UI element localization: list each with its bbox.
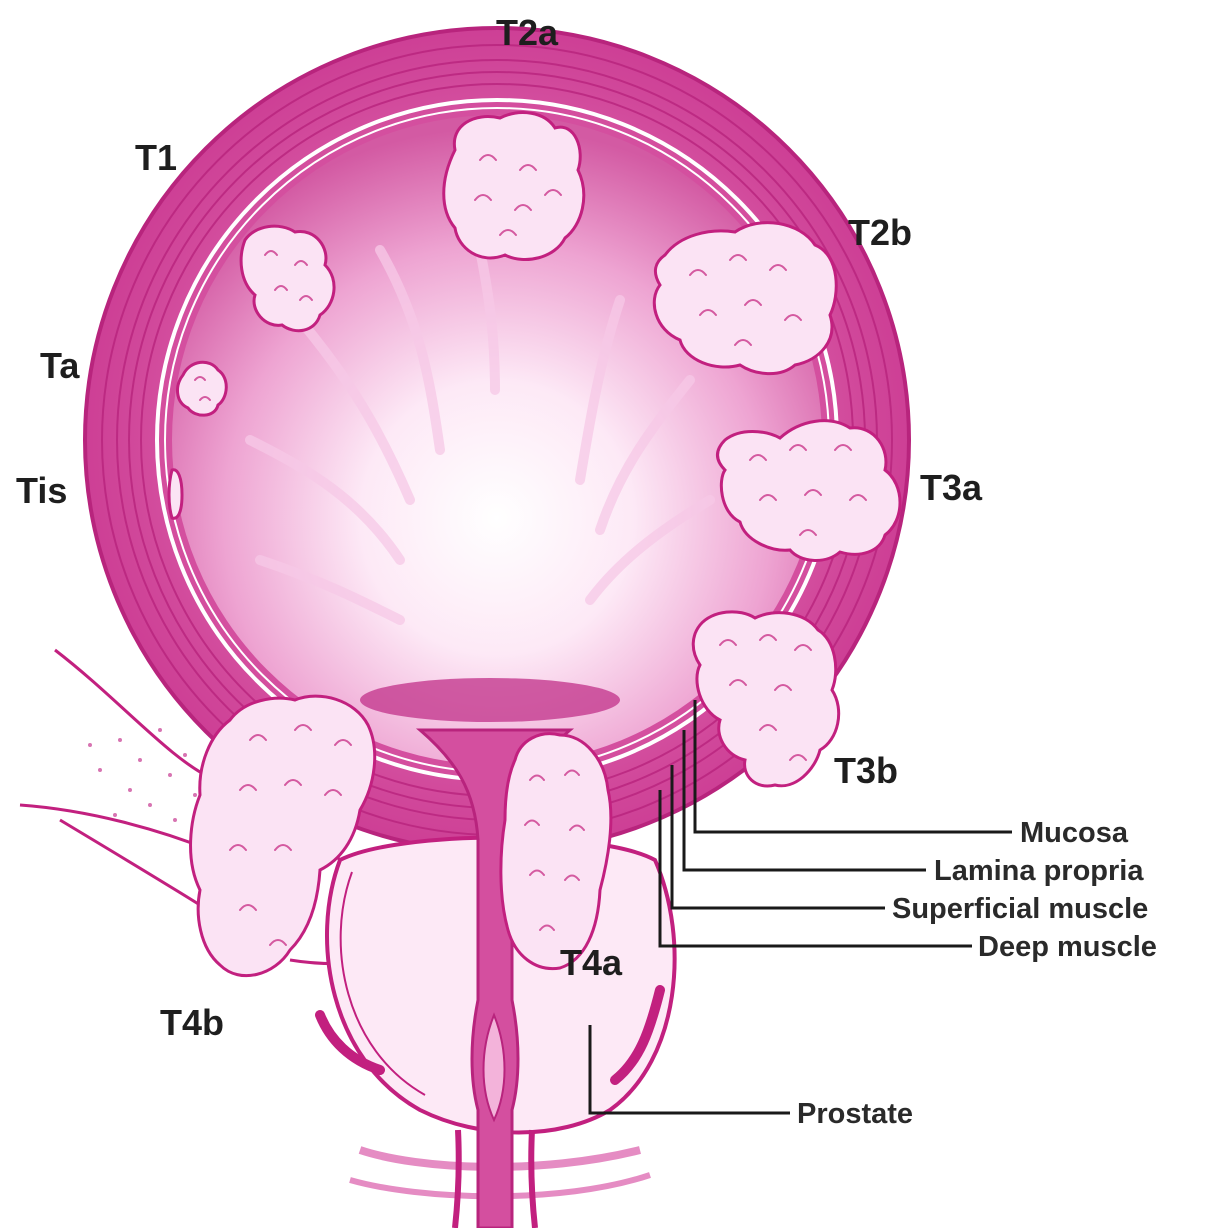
label-t3b: T3b <box>834 750 898 791</box>
label-t1: T1 <box>135 137 177 178</box>
label-tis: Tis <box>16 470 67 511</box>
tumor-t2a <box>444 113 584 260</box>
label-t3a: T3a <box>920 467 983 508</box>
label-t4b: T4b <box>160 1002 224 1043</box>
label-prostate: Prostate <box>797 1098 913 1130</box>
label-superficial-muscle: Superficial muscle <box>892 893 1148 925</box>
label-lamina-propria: Lamina propria <box>934 855 1144 887</box>
tumor-tis <box>169 470 182 519</box>
fat-stipple <box>88 728 197 822</box>
label-t4a: T4a <box>560 942 623 983</box>
label-ta: Ta <box>40 345 80 386</box>
label-deep-muscle: Deep muscle <box>978 931 1157 963</box>
label-mucosa: Mucosa <box>1020 817 1129 849</box>
label-t2b: T2b <box>848 212 912 253</box>
label-t2a: T2a <box>496 12 559 53</box>
